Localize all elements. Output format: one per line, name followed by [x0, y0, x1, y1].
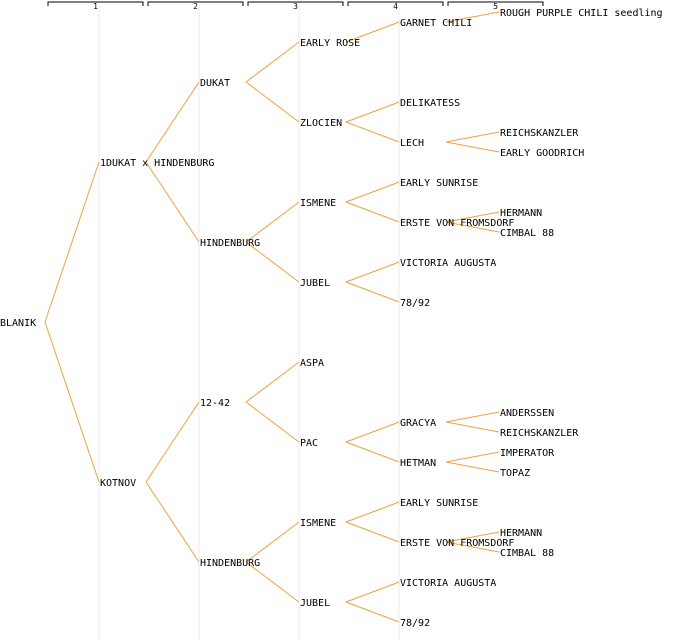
tree-node-label: BLANIK [0, 318, 36, 329]
tree-node-label: KOTNOV [100, 478, 136, 489]
tree-node-label: HETMAN [400, 458, 436, 469]
tree-node-label: CIMBAL 88 [500, 228, 554, 239]
generation-bracket [447, 1, 544, 6]
tree-edge [445, 451, 500, 463]
tree-edge [345, 501, 400, 523]
tree-edge [145, 81, 200, 163]
tree-node-label: LECH [400, 138, 424, 149]
tree-node-label: ERSTE VON FROMSDORF [400, 538, 514, 549]
generation-number: 1 [93, 2, 98, 11]
tree-edge [345, 101, 400, 123]
tree-edge [445, 141, 500, 153]
tree-nodes: BLANIK 1DUKAT x HINDENBURG DUKAT EARLY ROSE… [0, 8, 663, 629]
tree-node-label: CIMBAL 88 [500, 548, 554, 559]
tree-node-label: IMPERATOR [500, 448, 555, 459]
tree-edge [245, 81, 300, 123]
tree-node-label: ISMENE [300, 198, 336, 209]
tree-edge [245, 201, 300, 243]
tree-node-label: GARNET CHILI [400, 18, 472, 29]
tree-node-label: 78/92 [400, 618, 430, 629]
tree-node-label: GRACYA [400, 418, 436, 429]
tree-edge [345, 601, 400, 623]
tree-node-label: ASPA [300, 358, 324, 369]
tree-edge [345, 281, 400, 303]
tree-edge [345, 201, 400, 223]
tree-node-label: VICTORIA AUGUSTA [400, 258, 496, 269]
tree-node-label: HINDENBURG [200, 558, 260, 569]
tree-edge [245, 241, 300, 283]
tree-edges [44, 11, 500, 623]
tree-edge [445, 411, 500, 423]
tree-node-label: EARLY SUNRISE [400, 498, 478, 509]
tree-edge [44, 161, 100, 323]
tree-edge [445, 211, 500, 223]
tree-edge [345, 21, 400, 43]
tree-node-label: HINDENBURG [200, 238, 260, 249]
tree-edge [445, 461, 500, 473]
tree-node-label: PAC [300, 438, 318, 449]
tree-node-label: EARLY SUNRISE [400, 178, 478, 189]
tree-node-label: ROUGH PURPLE CHILI seedling [500, 8, 663, 19]
tree-edge [445, 541, 500, 553]
tree-node-label: VICTORIA AUGUSTA [400, 578, 496, 589]
generation-bracket [47, 1, 144, 6]
tree-node-label: REICHSKANZLER [500, 428, 579, 439]
tree-node-label: ERSTE VON FROMSDORF [400, 218, 514, 229]
tree-edge [345, 121, 400, 143]
tree-edge [245, 361, 300, 403]
tree-edge [245, 401, 300, 443]
tree-edge [345, 441, 400, 463]
tree-edge [245, 561, 300, 603]
generation-number: 3 [293, 2, 298, 11]
tree-edge [145, 481, 200, 563]
tree-edge [345, 261, 400, 283]
generation-headers: 1 2 3 4 5 [47, 1, 544, 11]
tree-node-label: DUKAT [200, 78, 230, 89]
tree-node-label: DELIKATESS [400, 98, 460, 109]
tree-node-label: JUBEL [300, 278, 330, 289]
tree-node-label: ANDERSSEN [500, 408, 554, 419]
tree-edge [345, 421, 400, 443]
tree-node-label: EARLY ROSE [300, 38, 360, 49]
tree-edge [345, 581, 400, 603]
tree-node-label: TOPAZ [500, 468, 530, 479]
tree-node-label: JUBEL [300, 598, 330, 609]
generation-bracket [347, 1, 444, 6]
tree-edge [445, 421, 500, 433]
tree-node-label: 12-42 [200, 398, 230, 409]
tree-edge [445, 531, 500, 543]
tree-edge [245, 41, 300, 83]
tree-edge [245, 521, 300, 563]
tree-node-label: 78/92 [400, 298, 430, 309]
tree-node-label: 1DUKAT x HINDENBURG [100, 158, 214, 169]
tree-edge [345, 521, 400, 543]
tree-edge [445, 131, 500, 143]
tree-edge [445, 221, 500, 233]
tree-node-label: HERMANN [500, 528, 542, 539]
tree-edge [445, 11, 500, 23]
tree-edge [145, 161, 200, 243]
tree-edge [345, 181, 400, 203]
tree-node-label: EARLY GOODRICH [500, 148, 584, 159]
generation-number: 4 [393, 2, 398, 11]
tree-node-label: ZLOCIEN [300, 118, 342, 129]
generation-number: 5 [493, 2, 498, 11]
generation-bracket [147, 1, 244, 6]
generation-number: 2 [193, 2, 198, 11]
generation-bracket [247, 1, 344, 6]
tree-node-label: ISMENE [300, 518, 336, 529]
tree-edge [44, 321, 100, 483]
tree-edge [145, 401, 200, 483]
column-separators [98, 4, 400, 640]
tree-node-label: REICHSKANZLER [500, 128, 579, 139]
tree-node-label: HERMANN [500, 208, 542, 219]
